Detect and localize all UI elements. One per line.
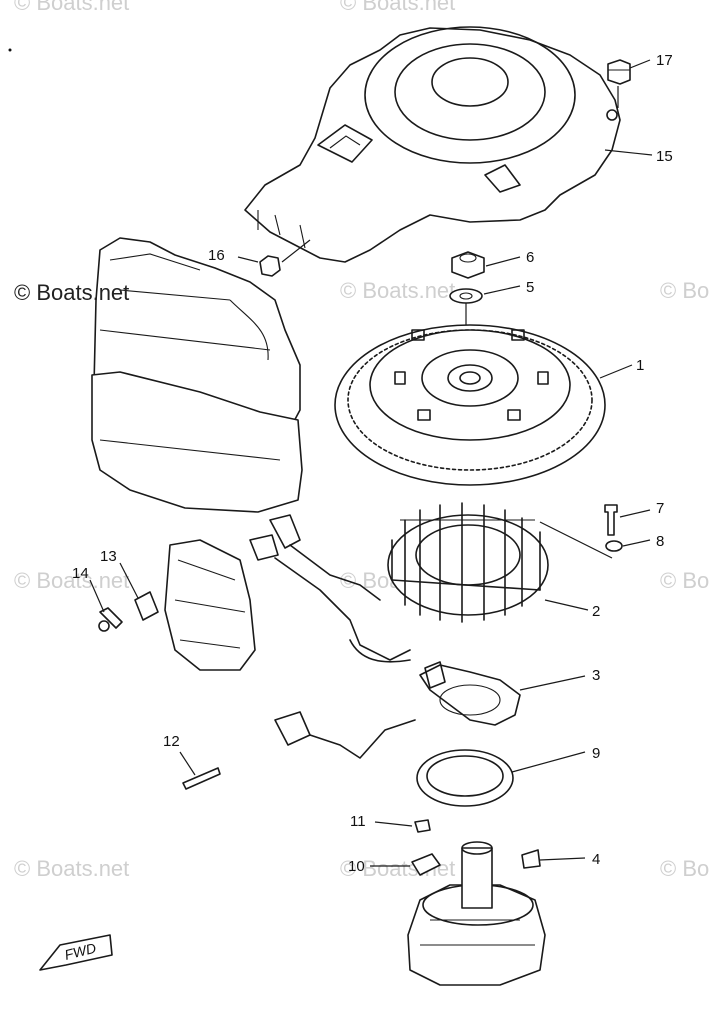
callout-17: 17: [656, 52, 673, 69]
part-2-stator: [387, 502, 549, 623]
part-12-pin: [182, 767, 221, 790]
callout-15: 15: [656, 148, 673, 165]
part-17-nut: [607, 59, 631, 108]
part-11-screw: [414, 819, 431, 833]
part-8-washer: [605, 540, 623, 552]
part-13-bracket: [134, 591, 159, 621]
watermark-row3-right: © Bo: [660, 856, 709, 881]
callout-10: 10: [348, 858, 365, 875]
engine-block-outline: [91, 237, 303, 513]
leader-lines: [89, 59, 653, 867]
callout-3: 3: [592, 667, 600, 684]
part-4-key: [521, 849, 541, 869]
part-14-bolt: [98, 607, 123, 632]
callout-2: 2: [592, 603, 600, 620]
part-6-nut: [451, 251, 485, 279]
callout-11: 11: [350, 813, 366, 830]
watermark-row3-left: © Boats.net: [14, 856, 129, 881]
callout-5: 5: [526, 279, 534, 296]
leader-7-stator: [539, 521, 613, 559]
watermark-mid-center: © Boats.net: [340, 278, 455, 303]
rectifier-bracket: [164, 539, 256, 671]
callout-labels: 1 2 3 4 5 6 7 8 9 10 11 12 13 14 15 16 1…: [72, 52, 673, 875]
fwd-label: FWD: [63, 940, 98, 963]
fwd-direction-arrow: FWD: [39, 934, 113, 971]
part-3-pulser-coil: [274, 661, 521, 759]
part-7-screw: [604, 504, 618, 536]
flywheel-cover: [244, 26, 621, 263]
callout-1: 1: [636, 357, 644, 374]
part-10-clip: [411, 853, 441, 876]
callout-12: 12: [163, 733, 180, 750]
part-1-flywheel: [334, 324, 606, 486]
callout-8: 8: [656, 533, 664, 550]
callout-13: 13: [100, 548, 117, 565]
part-16-nut: [259, 255, 281, 277]
callout-14: 14: [72, 565, 89, 582]
callout-16: 16: [208, 247, 225, 264]
watermark-top-right: © Boats.net: [340, 0, 455, 15]
speck-mark: [8, 48, 12, 52]
callout-4: 4: [592, 851, 600, 868]
stator-wiring: [249, 514, 411, 663]
crankshaft-housing: [407, 841, 546, 986]
callout-9: 9: [592, 745, 600, 762]
part-9-ring: [416, 749, 514, 807]
watermark-primary: © Boats.net: [14, 280, 129, 305]
watermark-mid-right: © Bo: [660, 278, 709, 303]
watermark-row2-right: © Bo: [660, 568, 709, 593]
callout-7: 7: [656, 500, 664, 517]
watermark-top-left: © Boats.net: [14, 0, 129, 15]
callout-6: 6: [526, 249, 534, 266]
watermark-row2-left: © Boats.net: [14, 568, 129, 593]
